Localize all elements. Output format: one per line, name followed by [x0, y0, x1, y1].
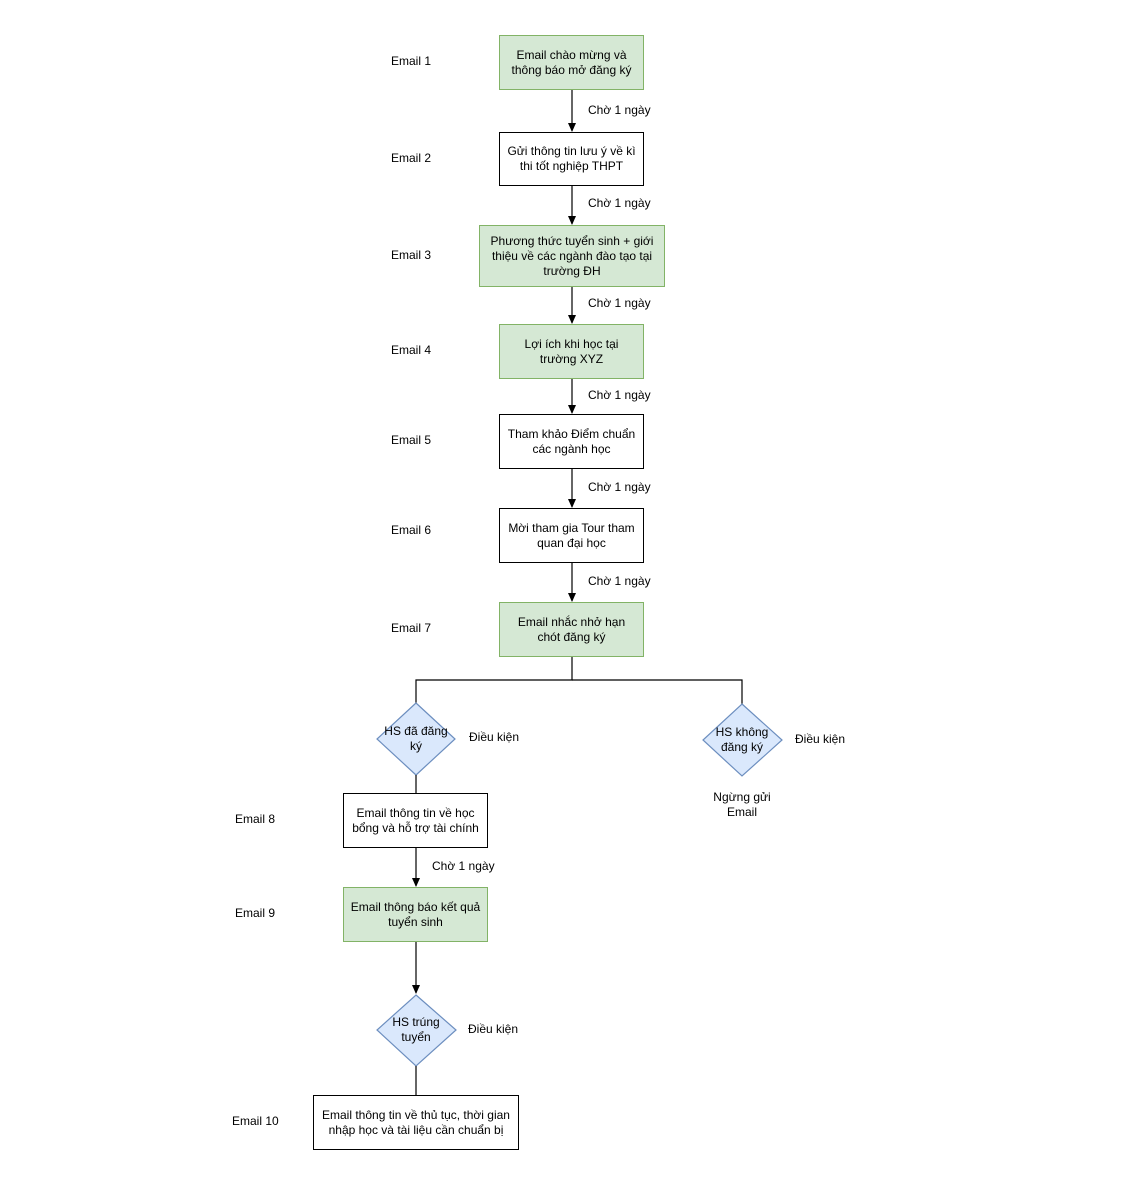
step-node-1: Email chào mừng và thông báo mở đăng ký: [499, 35, 644, 90]
wait-label: Chờ 1 ngày: [588, 103, 651, 117]
condition-diamond-not-registered: [702, 703, 783, 777]
email-label-1: Email 1: [391, 54, 432, 68]
step-node-10: Email thông tin về thủ tục, thời gian nh…: [313, 1095, 519, 1150]
wait-label: Chờ 1 ngày: [588, 388, 651, 402]
email-label-9: Email 9: [235, 906, 276, 920]
branch-connector: [415, 657, 573, 703]
email-label-6: Email 6: [391, 523, 432, 537]
wait-label: Chờ 1 ngày: [588, 574, 651, 588]
wait-label: Chờ 1 ngày: [588, 296, 651, 310]
condition-label: Điều kiện: [468, 1022, 519, 1036]
step-node-9: Email thông báo kết quả tuyển sinh: [343, 887, 488, 942]
step-node-7: Email nhắc nhở hạn chót đăng ký: [499, 602, 644, 657]
email-label-5: Email 5: [391, 433, 432, 447]
step-node-4: Lợi ích khi học tại trường XYZ: [499, 324, 644, 379]
condition-text-not-registered: HS không đăng ký: [715, 725, 769, 754]
email-label-7: Email 7: [391, 621, 432, 635]
step-node-5: Tham khảo Điểm chuẩn các ngành học: [499, 414, 644, 469]
condition-label: Điều kiện: [469, 730, 520, 744]
email-label-10: Email 10: [232, 1114, 279, 1128]
condition-text-admitted: HS trúng tuyển: [392, 1015, 440, 1044]
wait-label: Chờ 1 ngày: [588, 196, 651, 210]
step-node-2: Gửi thông tin lưu ý về kì thi tốt nghiệp…: [499, 132, 644, 186]
stop-sending-label: Ngừng gửi Email: [713, 790, 771, 819]
email-label-4: Email 4: [391, 343, 432, 357]
step-node-3: Phương thức tuyển sinh + giới thiệu về c…: [479, 225, 665, 287]
step-node-6: Mời tham gia Tour tham quan đại học: [499, 508, 644, 563]
email-label-2: Email 2: [391, 151, 432, 165]
wait-label: Chờ 1 ngày: [432, 859, 495, 873]
email-label-8: Email 8: [235, 812, 276, 826]
step-node-8: Email thông tin về học bổng và hỗ trợ tà…: [343, 793, 488, 848]
email-label-3: Email 3: [391, 248, 432, 262]
condition-label: Điều kiện: [795, 732, 846, 746]
wait-label: Chờ 1 ngày: [588, 480, 651, 494]
branch-connector-right: [572, 679, 743, 704]
condition-text-registered: HS đã đăng ký: [384, 724, 448, 753]
